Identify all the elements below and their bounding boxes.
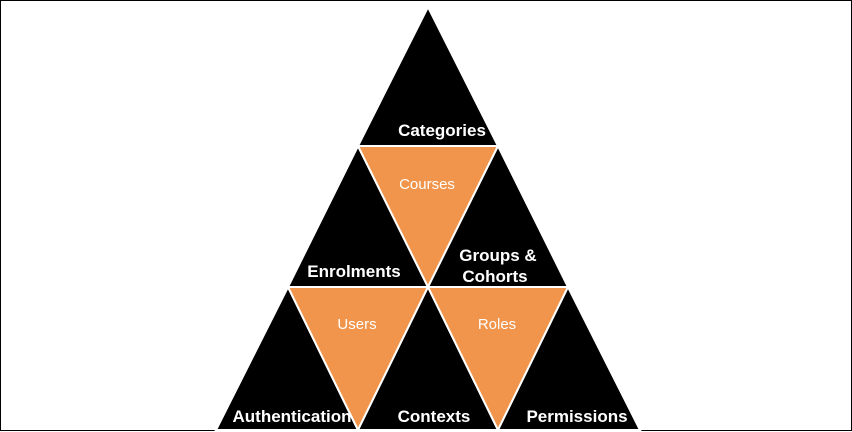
label-users: Users (337, 316, 376, 333)
label-groups-line2: Cohorts (462, 267, 527, 286)
label-permissions: Permissions (526, 407, 627, 426)
label-enrolments: Enrolments (307, 262, 401, 281)
label-groups-line1: Groups & (459, 246, 536, 265)
label-courses: Courses (399, 176, 455, 193)
label-categories: Categories (398, 121, 486, 140)
label-authentication: Authentication (233, 407, 352, 426)
label-contexts: Contexts (398, 407, 471, 426)
label-roles: Roles (478, 316, 516, 333)
triangle-permissions (496, 284, 642, 431)
